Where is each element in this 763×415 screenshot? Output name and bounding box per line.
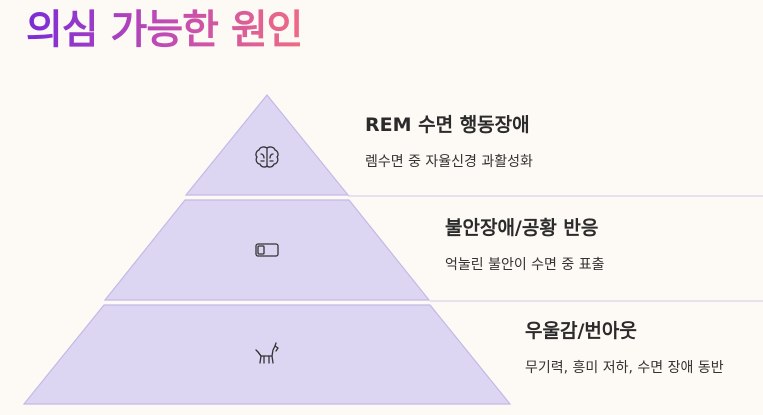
page-title: 의심 가능한 원인 — [26, 2, 303, 58]
toggle-switch-icon — [255, 243, 279, 257]
tier-1-description: 렘수면 중 자율신경 과활성화 — [365, 154, 533, 170]
tier-2-description: 억눌린 불안이 수면 중 표출 — [445, 257, 605, 273]
pyramid-tier-2 — [103, 199, 431, 301]
tier-1-heading: REM 수면 행동장애 — [365, 114, 530, 136]
tier-1-text: REM 수면 행동장애 렘수면 중 자율신경 과활성화 — [365, 112, 533, 172]
brain-icon — [255, 146, 279, 168]
pyramid-tier-3 — [22, 304, 512, 405]
tier-2-text: 불안장애/공황 반응 억눌린 불안이 수면 중 표출 — [445, 215, 604, 275]
tier-2-heading: 불안장애/공황 반응 — [445, 217, 599, 239]
tier-3-text: 우울감/번아웃 무기력, 흥미 저하, 수면 장애 동반 — [525, 318, 724, 378]
tier-3-heading: 우울감/번아웃 — [525, 320, 637, 342]
dog-icon — [255, 342, 279, 364]
tier-3-description: 무기력, 흥미 저하, 수면 장애 동반 — [525, 360, 724, 376]
pyramid-tier-1 — [184, 94, 350, 196]
